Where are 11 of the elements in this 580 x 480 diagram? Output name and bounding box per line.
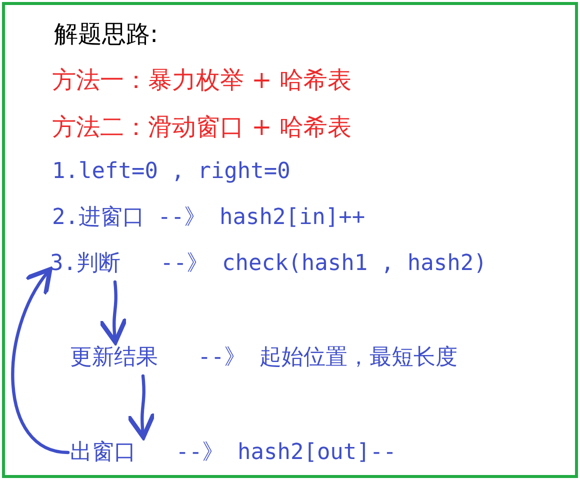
step-text: 3.判断 --》 check(hash1 , hash2) xyxy=(50,250,487,278)
method-text: 方法一：暴力枚举 + 哈希表 xyxy=(52,65,352,96)
step-text: 1.left=0 , right=0 xyxy=(52,158,290,186)
heading: 解题思路: xyxy=(54,19,158,50)
method-text: 方法二：滑动窗口 + 哈希表 xyxy=(52,112,352,143)
arrow xyxy=(98,280,128,344)
step-text: 2.进窗口 --》 hash2[in]++ xyxy=(52,204,366,232)
arrow xyxy=(126,374,156,440)
arrow xyxy=(11,266,70,454)
step-text: 更新结果 --》 起始位置，最短长度 xyxy=(70,344,458,372)
step-text: 出窗口 --》 hash2[out]-- xyxy=(70,439,396,467)
